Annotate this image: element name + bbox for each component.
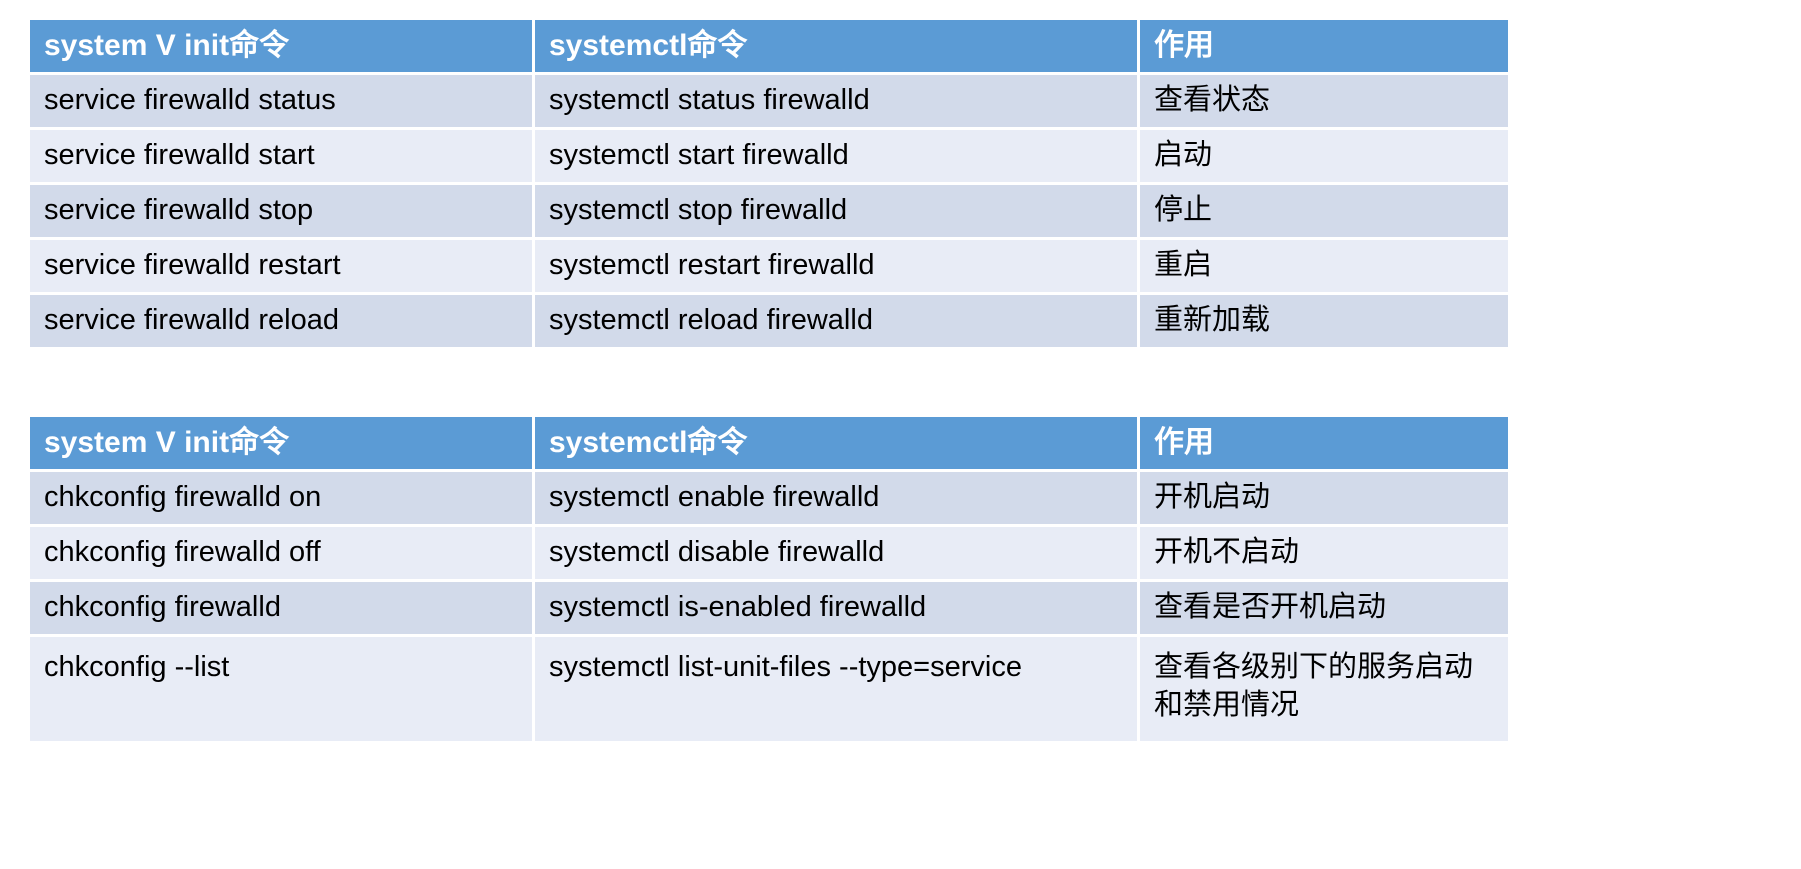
boot-command-mapping-table: system V init命令 systemctl命令 作用 chkconfig…: [30, 417, 1508, 741]
cell-systemctl-command: systemctl list-unit-files --type=service: [535, 637, 1140, 741]
cell-purpose: 查看各级别下的服务启动和禁用情况: [1140, 637, 1508, 741]
cell-systemctl-command: systemctl start firewalld: [535, 130, 1140, 185]
cell-sysv-command: service firewalld restart: [30, 240, 535, 295]
cell-purpose: 重启: [1140, 240, 1508, 295]
cell-systemctl-command: systemctl restart firewalld: [535, 240, 1140, 295]
table-header-row: system V init命令 systemctl命令 作用: [30, 20, 1508, 75]
cell-purpose: 查看状态: [1140, 75, 1508, 130]
cell-purpose: 开机启动: [1140, 472, 1508, 527]
table-row: chkconfig firewalld systemctl is-enabled…: [30, 582, 1508, 637]
column-header-purpose: 作用: [1140, 417, 1508, 472]
cell-sysv-command: service firewalld start: [30, 130, 535, 185]
table-row: chkconfig firewalld off systemctl disabl…: [30, 527, 1508, 582]
table-row: service firewalld status systemctl statu…: [30, 75, 1508, 130]
cell-sysv-command: chkconfig --list: [30, 637, 535, 741]
service-command-mapping-table: system V init命令 systemctl命令 作用 service f…: [30, 20, 1508, 347]
column-header-purpose: 作用: [1140, 20, 1508, 75]
table-row: service firewalld reload systemctl reloa…: [30, 295, 1508, 347]
cell-sysv-command: chkconfig firewalld on: [30, 472, 535, 527]
cell-sysv-command: chkconfig firewalld: [30, 582, 535, 637]
cell-sysv-command: service firewalld reload: [30, 295, 535, 347]
cell-systemctl-command: systemctl stop firewalld: [535, 185, 1140, 240]
column-header-sysv: system V init命令: [30, 417, 535, 472]
cell-systemctl-command: systemctl enable firewalld: [535, 472, 1140, 527]
cell-sysv-command: service firewalld status: [30, 75, 535, 130]
column-header-systemctl: systemctl命令: [535, 417, 1140, 472]
cell-systemctl-command: systemctl disable firewalld: [535, 527, 1140, 582]
table-row: service firewalld stop systemctl stop fi…: [30, 185, 1508, 240]
table-row: service firewalld start systemctl start …: [30, 130, 1508, 185]
cell-purpose: 重新加载: [1140, 295, 1508, 347]
cell-systemctl-command: systemctl reload firewalld: [535, 295, 1140, 347]
cell-purpose: 启动: [1140, 130, 1508, 185]
cell-sysv-command: service firewalld stop: [30, 185, 535, 240]
cell-purpose: 查看是否开机启动: [1140, 582, 1508, 637]
table-row: chkconfig firewalld on systemctl enable …: [30, 472, 1508, 527]
cell-sysv-command: chkconfig firewalld off: [30, 527, 535, 582]
cell-systemctl-command: systemctl is-enabled firewalld: [535, 582, 1140, 637]
column-header-sysv: system V init命令: [30, 20, 535, 75]
table-header-row: system V init命令 systemctl命令 作用: [30, 417, 1508, 472]
cell-systemctl-command: systemctl status firewalld: [535, 75, 1140, 130]
cell-purpose: 开机不启动: [1140, 527, 1508, 582]
column-header-systemctl: systemctl命令: [535, 20, 1140, 75]
table-row: chkconfig --list systemctl list-unit-fil…: [30, 637, 1508, 741]
cell-purpose: 停止: [1140, 185, 1508, 240]
table-row: service firewalld restart systemctl rest…: [30, 240, 1508, 295]
